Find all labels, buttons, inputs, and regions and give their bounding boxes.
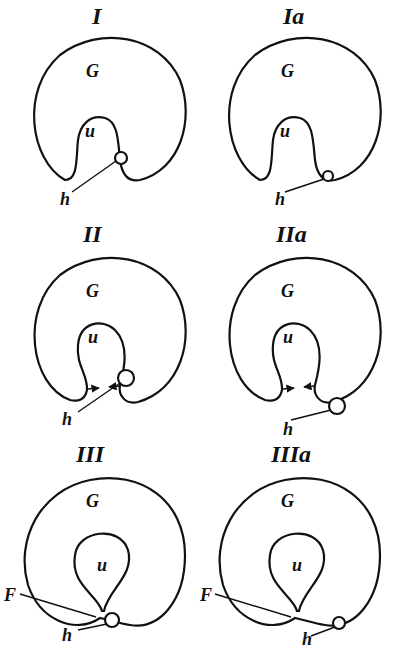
figure-number: III — [76, 442, 104, 466]
region-letter: h — [302, 630, 312, 648]
panel-II — [35, 258, 186, 412]
figure-number: IIa — [276, 222, 307, 246]
region-letter: u — [283, 328, 293, 346]
region-letter: h — [283, 420, 293, 438]
region-letter: G — [86, 492, 99, 510]
region-letter: G — [281, 492, 294, 510]
region-letter: h — [62, 410, 72, 428]
figure-number: I — [92, 4, 101, 28]
region-letter: F — [200, 586, 212, 604]
region-letter: G — [281, 62, 294, 80]
panel-III — [20, 478, 185, 630]
region-letter: u — [85, 122, 95, 140]
panel-Ia — [229, 38, 381, 192]
figure-number: IIIa — [271, 442, 311, 466]
region-letter: u — [280, 122, 290, 140]
region-letter: h — [60, 190, 70, 208]
region-letter: G — [86, 62, 99, 80]
region-letter: G — [281, 282, 294, 300]
panel-I — [34, 38, 186, 192]
panel-IIa — [230, 258, 381, 420]
region-letter: u — [88, 328, 98, 346]
region-letter: u — [97, 556, 107, 574]
figure-number: Ia — [283, 4, 304, 28]
region-letter: h — [275, 190, 285, 208]
region-letter: G — [86, 282, 99, 300]
region-letter: u — [292, 556, 302, 574]
panel-IIIa — [215, 478, 380, 636]
region-letter: h — [62, 626, 72, 644]
figure-number: II — [83, 222, 102, 246]
region-letter: F — [4, 586, 16, 604]
